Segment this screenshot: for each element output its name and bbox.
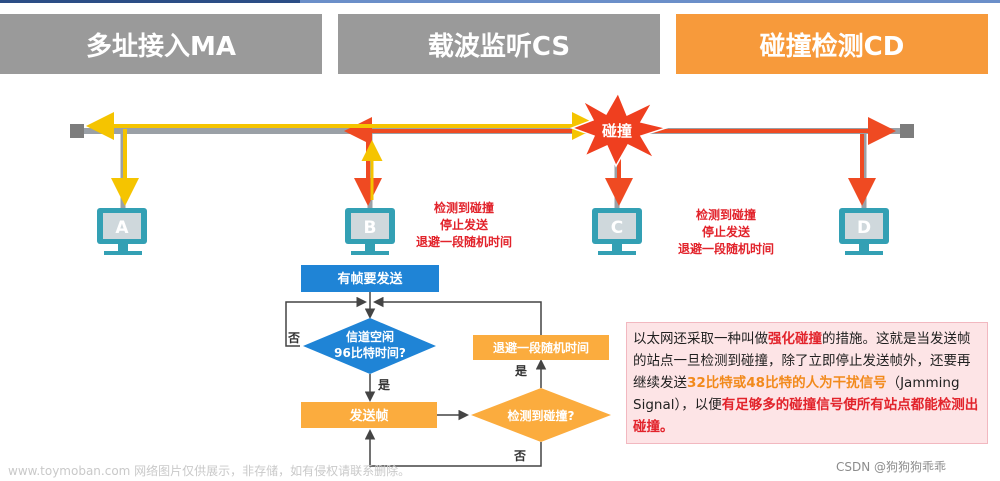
watermark: www.toymoban.com 网络图片仅供展示，非存储，如有侵权请联系删除。 — [8, 464, 411, 478]
info-text-3: 的措施。这就是当发送帧的站点一旦检测到碰撞，除了立即停止发送帧外，还要再继续发送 — [633, 331, 971, 391]
flow-decision-collision — [471, 388, 611, 442]
flowchart: 有帧要发送 否 信道空闲 96比特时间? 是 发送帧 检测到碰撞? 否 是 退避… — [285, 265, 611, 467]
flow-send-label: 发送帧 — [348, 408, 388, 424]
flow-yes-label-1: 是 — [377, 378, 391, 392]
flow-backoff-label: 退避一段随机时间 — [493, 340, 589, 355]
flow-send-box — [301, 402, 437, 428]
flow-decision-collision-label: 检测到碰撞? — [508, 408, 575, 423]
bus-terminator-left — [70, 124, 84, 138]
collision-label: 碰撞 — [602, 122, 632, 140]
station-a: A — [97, 208, 147, 255]
flow-decision-idle — [303, 318, 436, 374]
station-label-c: C — [611, 218, 623, 238]
note-b-line1: 检测到碰撞 — [434, 200, 494, 215]
flow-backoff-box — [473, 335, 609, 360]
station-label-d: D — [857, 218, 871, 238]
top-accent-line — [0, 0, 1000, 3]
signal-from-c — [344, 117, 896, 206]
flow-no-label-2: 否 — [513, 449, 526, 463]
station-label-b: B — [364, 218, 377, 238]
note-b-line3: 退避一段随机时间 — [416, 234, 512, 249]
flow-start-label: 有帧要发送 — [337, 271, 403, 287]
note-c-line1: 检测到碰撞 — [696, 207, 756, 222]
flow-decision-idle-line2: 96比特时间? — [334, 345, 406, 360]
bus-terminator-right — [900, 124, 914, 138]
note-c-line2: 停止发送 — [702, 224, 751, 239]
info-box: 以太网还采取一种叫做强化碰撞的措施。这就是当发送帧的站点一旦检测到碰撞，除了立即… — [626, 322, 988, 444]
credit: CSDN @狗狗狗乖乖 — [836, 460, 947, 474]
flow-no-label-1: 否 — [287, 331, 300, 345]
station-c: C — [592, 208, 642, 255]
info-text-5: （Jamming Signal），以便 — [633, 375, 960, 413]
flow-start-box — [301, 265, 439, 292]
station-label-a: A — [115, 218, 129, 238]
header-cs: 载波监听CS — [338, 14, 660, 74]
note-b-line2: 停止发送 — [440, 217, 489, 232]
info-text-4: 32比特或48比特的人为干扰信号 — [687, 375, 887, 391]
info-text-1: 以太网还采取一种叫做 — [633, 331, 768, 347]
flow-decision-idle-line1: 信道空闲 — [346, 329, 394, 344]
info-text-6: 有足够多的碰撞信号使所有站点都能检测出碰撞。 — [633, 397, 979, 435]
header-ma: 多址接入MA — [0, 14, 322, 74]
note-c-line3: 退避一段随机时间 — [678, 241, 774, 256]
header-cd: 碰撞检测CD — [676, 14, 988, 74]
info-text-2: 强化碰撞 — [768, 331, 822, 347]
signal-from-b — [86, 112, 600, 206]
collision-burst: 碰撞 — [569, 91, 669, 168]
top-accent-line-dark — [0, 0, 300, 3]
station-b: B — [345, 208, 395, 255]
station-d: D — [839, 208, 889, 255]
flow-yes-label-2: 是 — [514, 364, 528, 378]
